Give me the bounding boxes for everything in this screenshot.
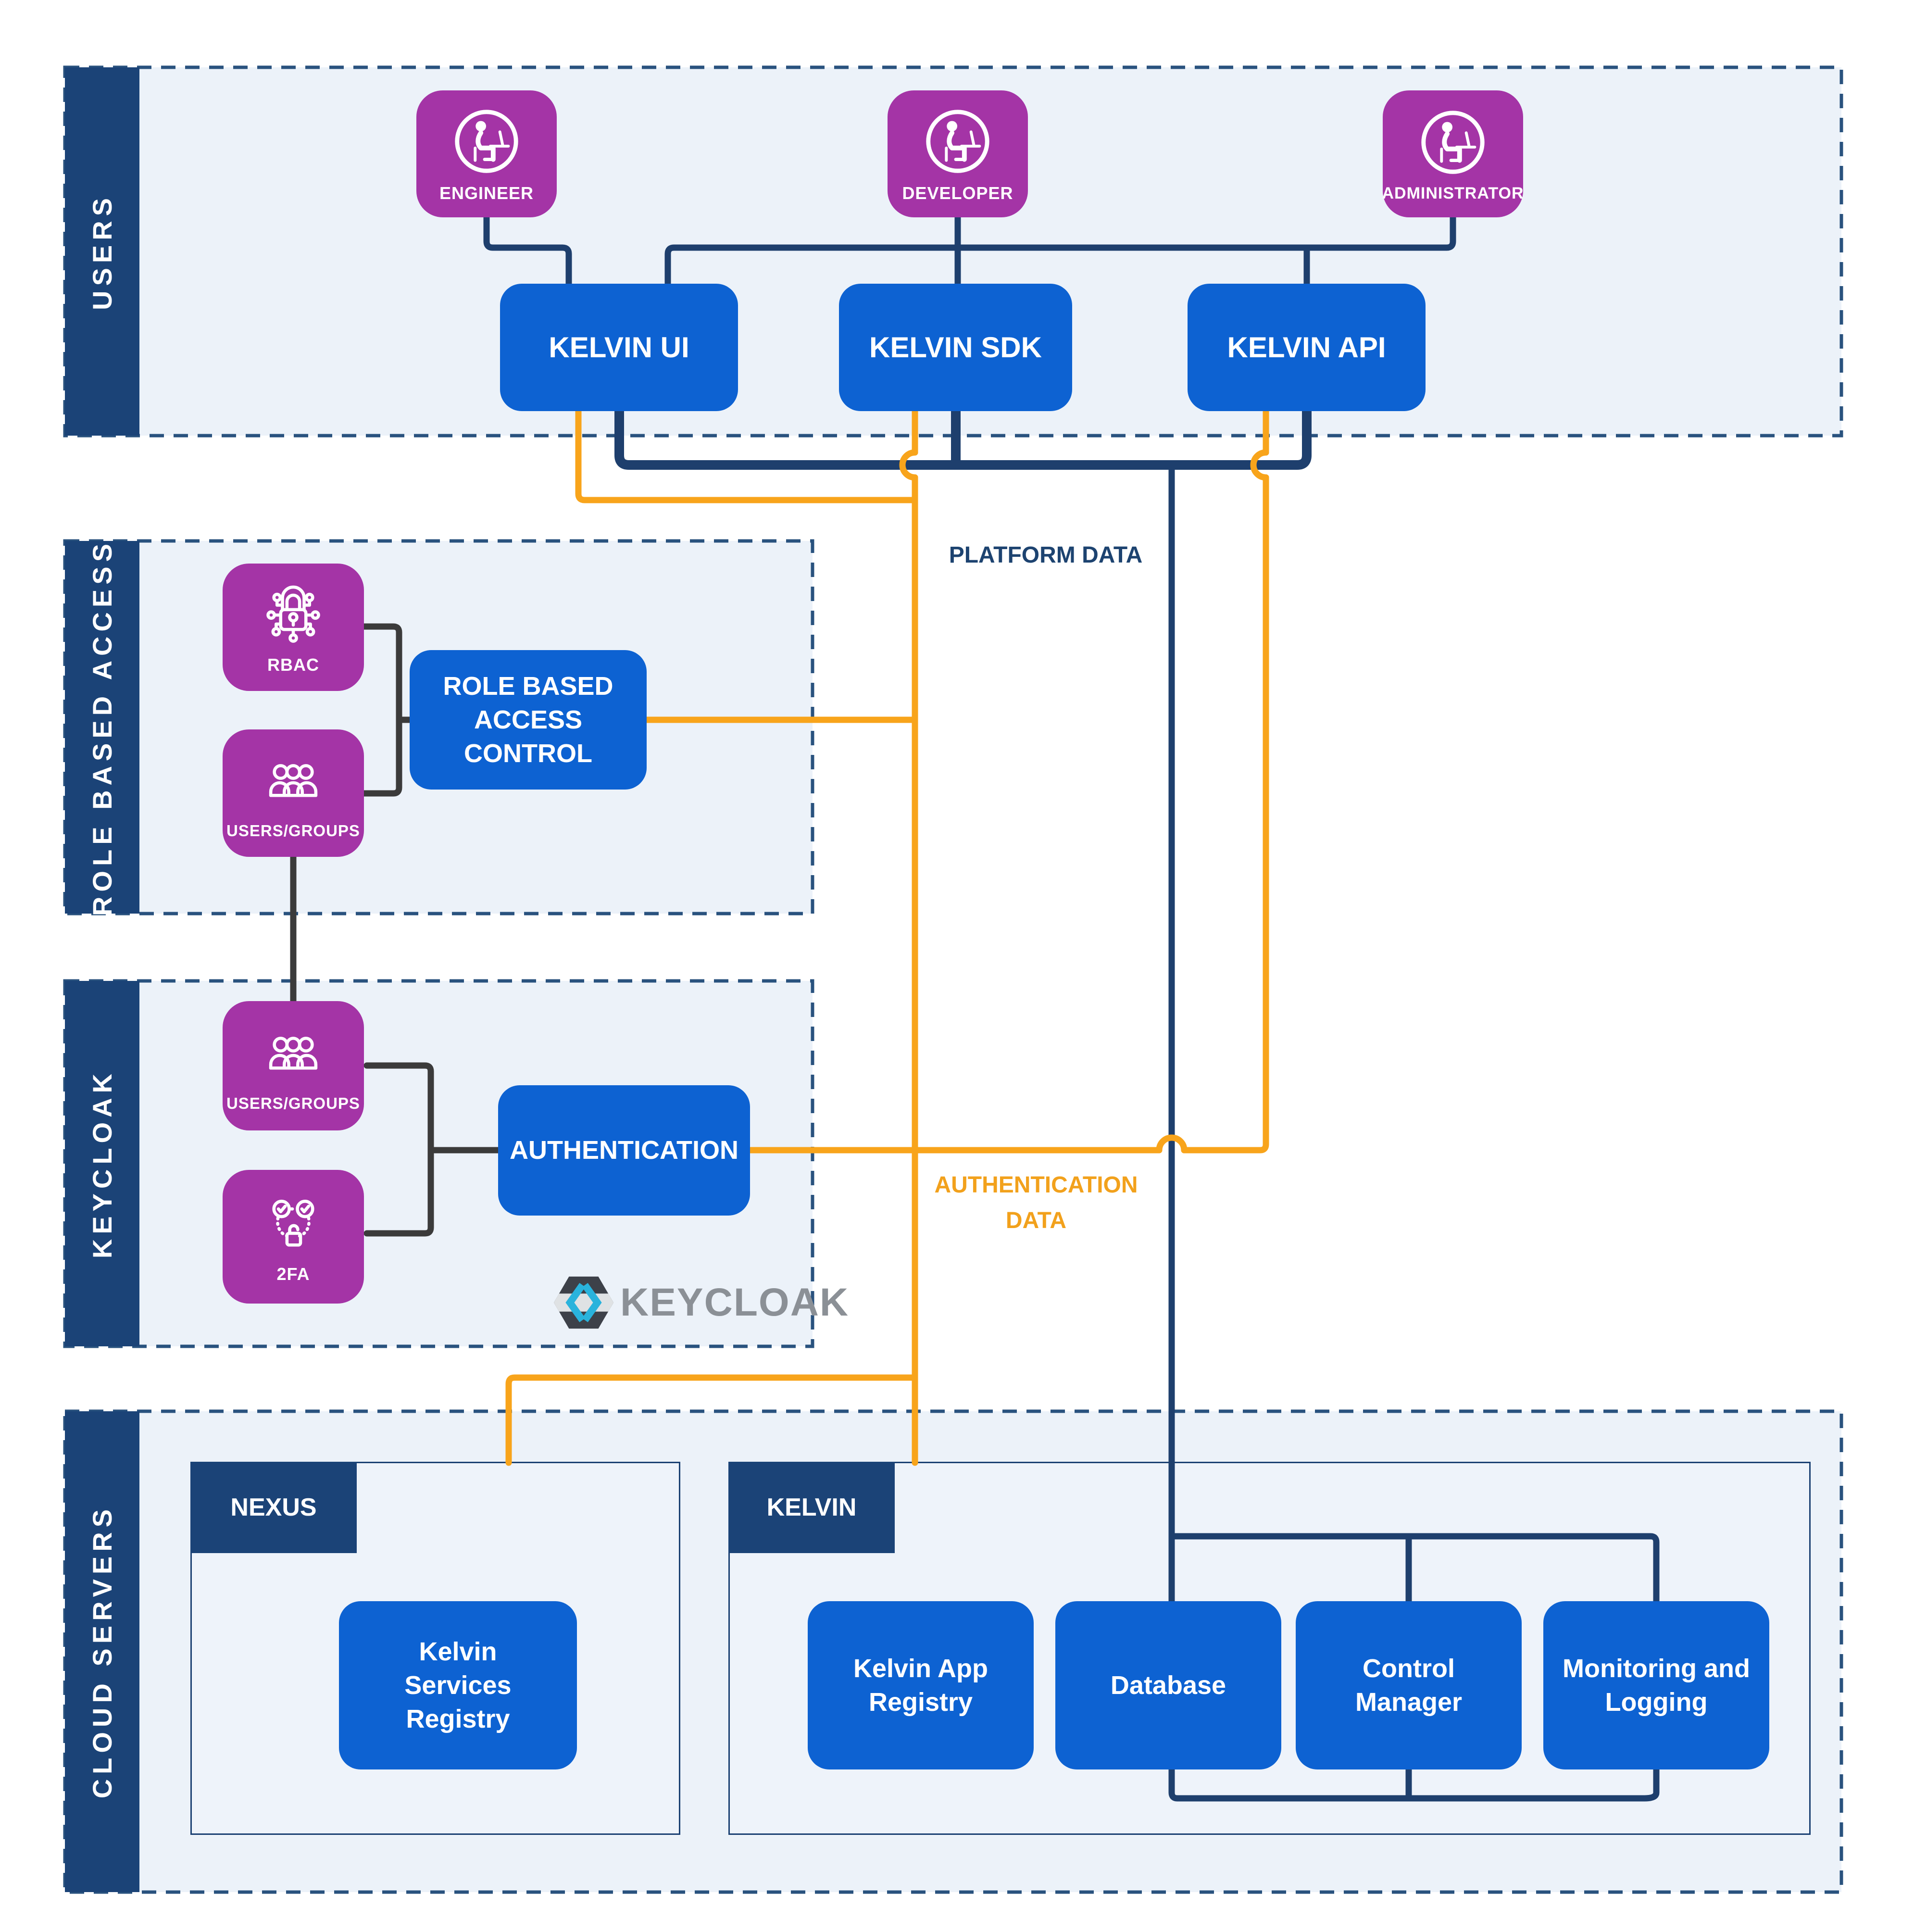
sidebar-keycloak: KEYCLOAK [65,981,139,1346]
keycloak-users-groups-label: USERS/GROUPS [226,1094,360,1112]
users-groups-icon [269,1036,318,1070]
actor-engineer: ENGINEER [416,90,557,217]
kelvin-ui-node: KELVIN UI [500,284,738,411]
keycloak-logo: KEYCLOAK [553,1272,849,1333]
monitoring-logging-label: Monitoring and Logging [1563,1654,1750,1717]
nexus-tab: NEXUS [190,1462,357,1553]
sidebar-keycloak-label: KEYCLOAK [87,1068,117,1259]
kelvin-tab: KELVIN [728,1462,895,1553]
actor-administrator-label: ADMINISTRATOR [1382,184,1524,202]
keycloak-2fa-tile: 2FA [223,1170,364,1304]
monitoring-logging-node: Monitoring and Logging [1543,1601,1769,1769]
rbac-users-groups-label: USERS/GROUPS [226,821,360,840]
actor-engineer-label: ENGINEER [439,183,534,203]
sidebar-cloud-servers: CLOUD SERVERS [65,1411,139,1892]
users-groups-icon [269,764,318,797]
kelvin-api-node: KELVIN API [1188,284,1426,411]
sidebar-users: USERS [65,67,139,436]
database-node: Database [1055,1601,1281,1769]
kelvin-sdk-node: KELVIN SDK [839,284,1072,411]
kelvin-services-registry-node: Kelvin Services Registry [339,1601,577,1769]
keycloak-users-groups-tile: USERS/GROUPS [223,1001,364,1130]
kelvin-ui-label: KELVIN UI [549,331,689,364]
sidebar-users-label: USERS [87,193,117,310]
role-based-access-control-label: ROLE BASED ACCESS CONTROL [443,671,613,768]
rbac-lock-circuit-icon [266,585,320,643]
control-manager-node: Control Manager [1296,1601,1522,1769]
person-at-desk-icon [1421,110,1485,174]
keycloak-hexagon-icon [553,1276,614,1329]
kelvin-app-registry-node: Kelvin App Registry [808,1601,1034,1769]
keycloak-logo-text: KEYCLOAK [620,1280,850,1324]
rbac-icon-label: RBAC [267,654,319,675]
kelvin-app-registry-label: Kelvin App Registry [853,1654,988,1717]
sidebar-role-based-access-label: ROLE BASED ACCESS [87,539,117,916]
kelvin-sdk-label: KELVIN SDK [869,331,1042,364]
two-factor-auth-icon [272,1200,314,1247]
actor-administrator: ADMINISTRATOR [1382,90,1524,217]
role-based-access-control-node: ROLE BASED ACCESS CONTROL [410,650,647,790]
database-label: Database [1110,1670,1226,1700]
person-at-desk-icon [455,110,518,173]
rbac-feature-icon-tile: RBAC [223,564,364,691]
nexus-tab-label: NEXUS [230,1493,317,1521]
authentication-node: AUTHENTICATION [498,1085,750,1216]
actor-developer-label: DEVELOPER [902,183,1013,203]
kelvin-api-label: KELVIN API [1227,331,1386,364]
control-manager-label: Control Manager [1355,1654,1463,1717]
sidebar-role-based-access: ROLE BASED ACCESS [65,539,139,916]
rbac-users-groups-tile: USERS/GROUPS [223,729,364,857]
authentication-data-label: AUTHENTICATION DATA [934,1172,1138,1233]
kelvin-tab-label: KELVIN [766,1493,857,1521]
keycloak-2fa-label: 2FA [276,1264,310,1284]
platform-data-label: PLATFORM DATA [949,542,1143,568]
kelvin-services-registry-label: Kelvin Services Registry [404,1637,512,1734]
authentication-label: AUTHENTICATION [510,1136,738,1165]
person-at-desk-icon [926,110,989,173]
sidebar-cloud-servers-label: CLOUD SERVERS [87,1505,117,1799]
actor-developer: DEVELOPER [888,90,1028,217]
